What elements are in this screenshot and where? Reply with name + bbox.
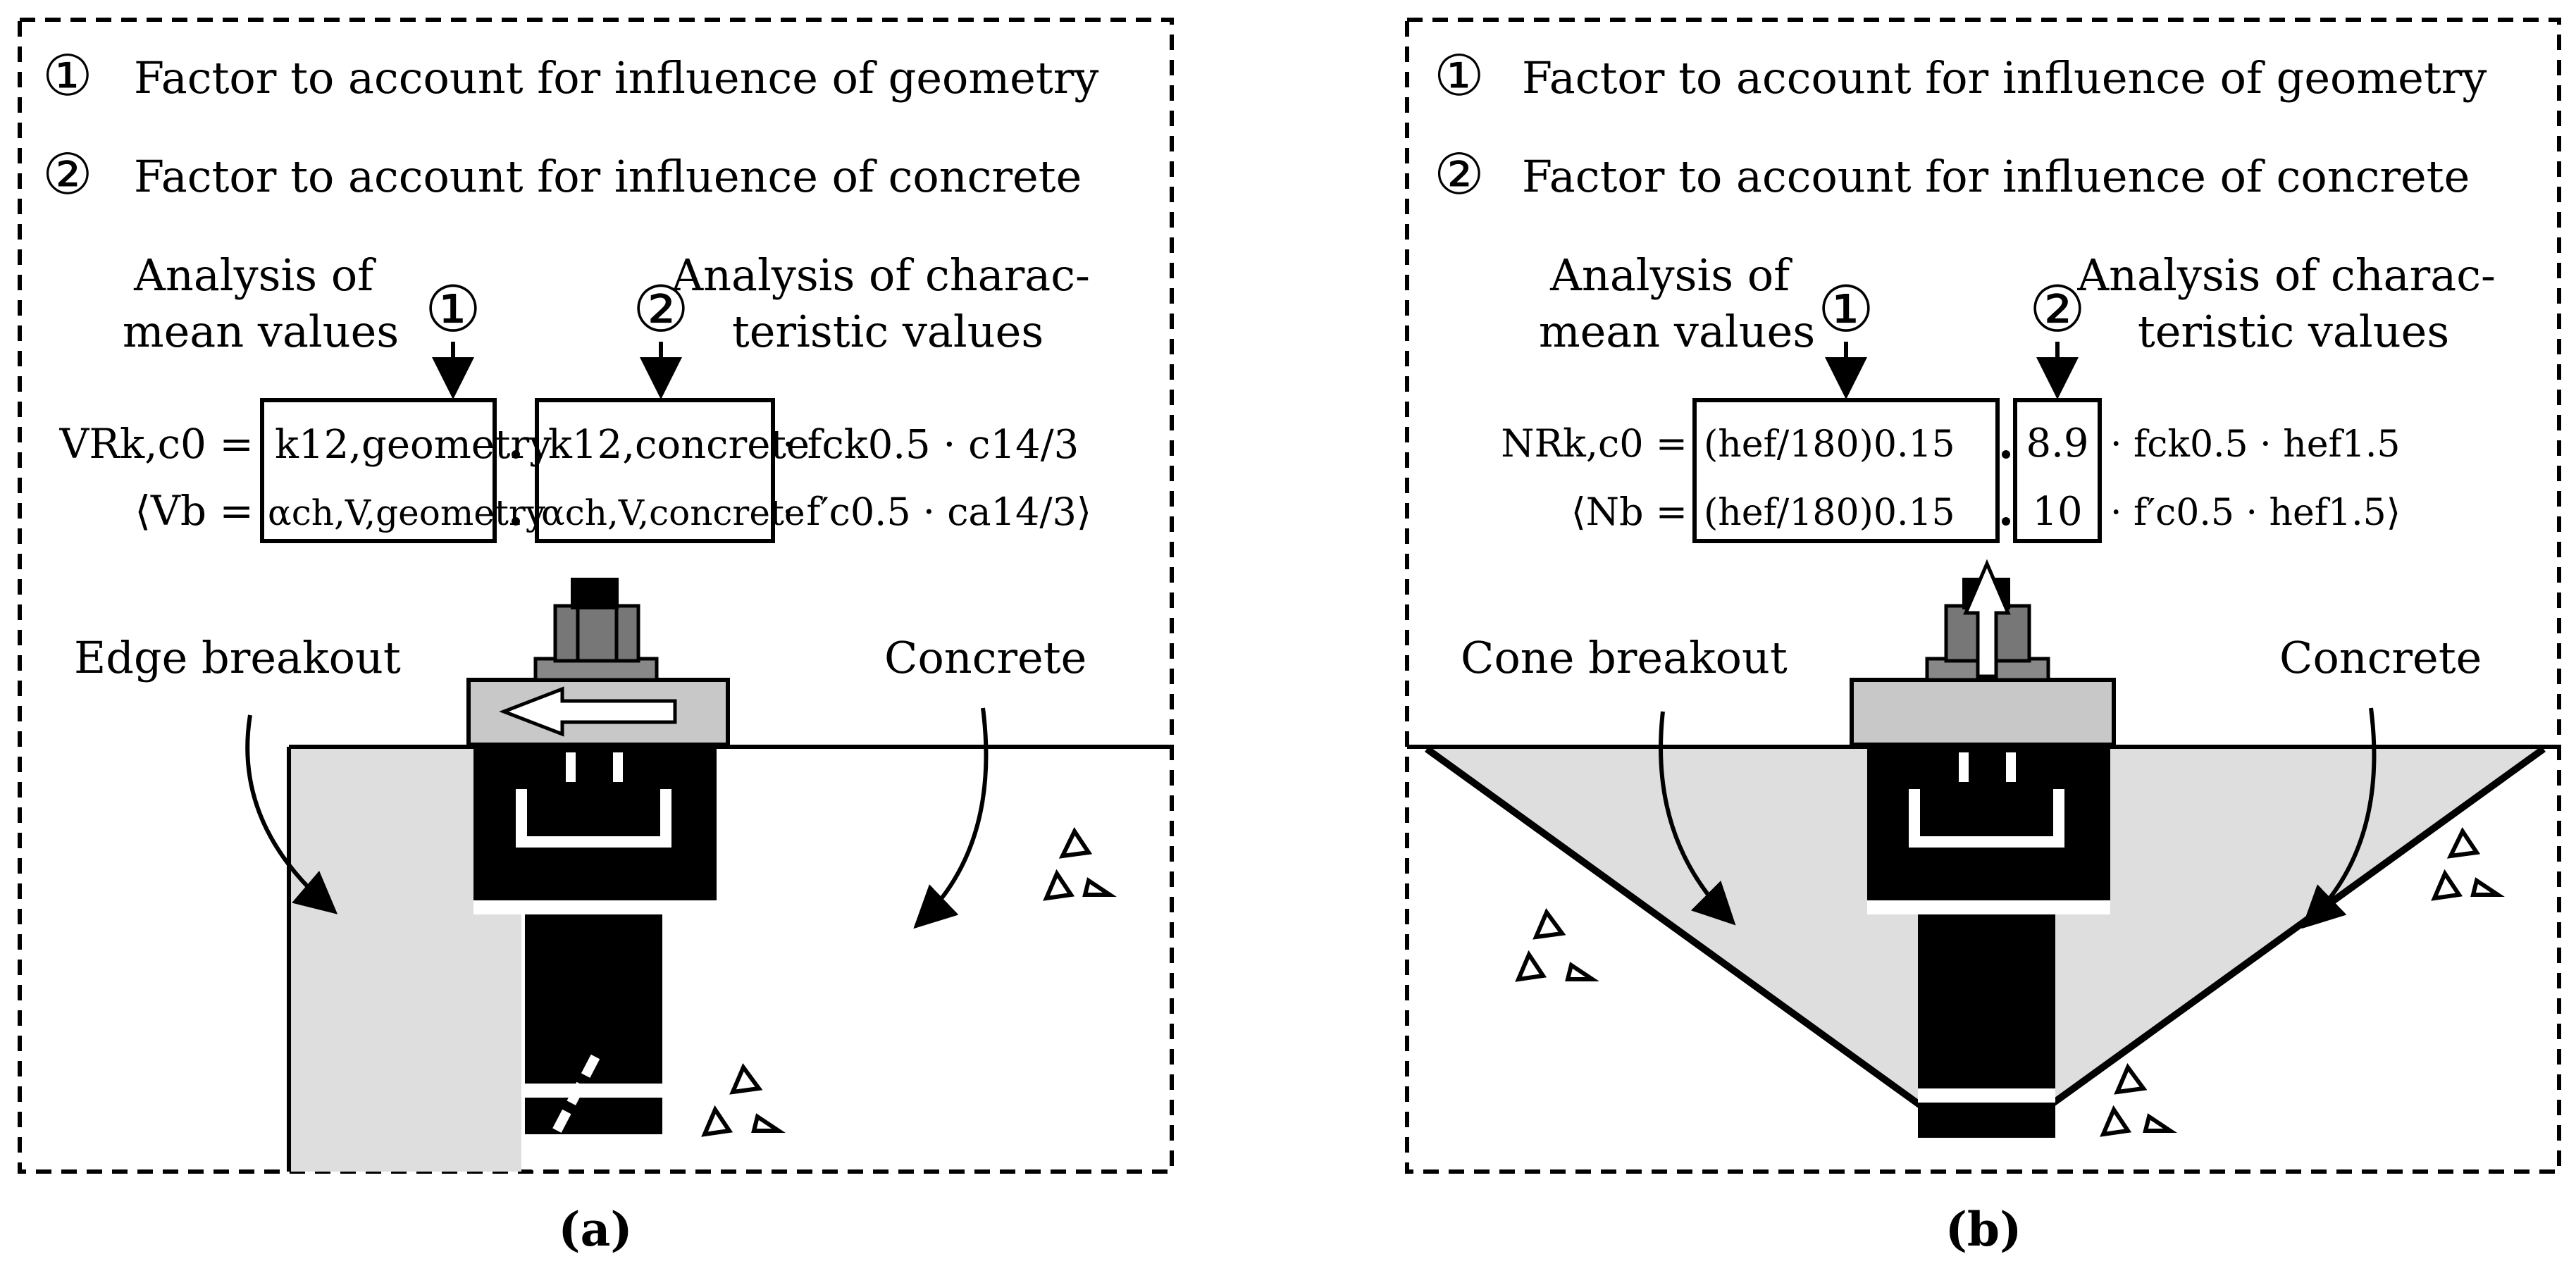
shear-load-arrow — [499, 686, 677, 737]
label-concrete: Concrete — [884, 632, 1086, 683]
dot-separator — [512, 517, 520, 526]
anchor-break-line — [531, 1054, 600, 1174]
note-mean-values: Analysis of mean values — [1539, 249, 1815, 357]
anchor-band — [1867, 900, 2110, 914]
anchor-band — [525, 1084, 662, 1098]
note-characteristic-values: Analysis of charac- teristic values — [2076, 249, 2509, 357]
base-plate — [1850, 678, 2116, 747]
eq1-box2: 8.9 — [2026, 421, 2088, 466]
anchor-head-block — [473, 743, 717, 905]
eq2-rhs: · f′c0.5 · hef1.5⟩ — [2110, 492, 2401, 534]
panel-b-frame — [1405, 18, 2561, 1174]
cone-edge-left — [1425, 745, 1924, 1110]
eq2-lhs: ⟨Nb = — [1571, 490, 1688, 534]
caption-b: (b) — [1945, 1202, 2022, 1257]
panel-a-frame — [18, 18, 1174, 1174]
arrow-concrete — [913, 707, 989, 929]
arrow-edge-breakout — [245, 714, 338, 914]
nut — [553, 604, 640, 663]
bolt-top — [571, 578, 619, 609]
note-mean-values: Analysis of mean values — [123, 249, 399, 357]
legend-concrete: Factor to account for influence of concr… — [134, 151, 1082, 202]
eq1-lhs: NRk,c0 = — [1501, 421, 1688, 466]
eq2-rhs: · f′c0.5 · ca14/3⟩ — [782, 490, 1091, 534]
dot-separator — [2002, 517, 2010, 526]
eq1-box1: (hef/180)0.15 — [1704, 423, 1955, 466]
marker-2: ② — [2029, 273, 2086, 347]
aggregate-cluster — [701, 1062, 786, 1137]
legend-marker-1: ① — [42, 43, 93, 108]
label-cone-breakout: Cone breakout — [1461, 632, 1788, 683]
arrow-cone-breakout — [1659, 711, 1736, 926]
eq2-lhs: ⟨Vb = — [135, 487, 254, 535]
eq1-rhs: · fck0.5 · c14/3 — [782, 422, 1079, 468]
dot-separator — [2002, 450, 2010, 459]
legend-geometry: Factor to account for influence of geome… — [1522, 52, 2487, 104]
panel-a: ① Factor to account for influence of geo… — [18, 18, 1174, 1257]
anchor-band — [1918, 1088, 2055, 1103]
legend-marker-1: ① — [1434, 43, 1485, 108]
anchor-band — [473, 900, 717, 914]
legend-marker-2: ② — [1434, 142, 1485, 207]
box-concrete — [535, 398, 775, 543]
note-characteristic-values: Analysis of charac- teristic values — [671, 249, 1103, 357]
anchor-slot — [516, 789, 671, 848]
eq1-rhs: · fck0.5 · hef1.5 — [2110, 423, 2400, 466]
eq2-box1: αch,V,geometry — [268, 492, 546, 533]
aggregate-cluster — [2431, 826, 2505, 901]
legend-concrete: Factor to account for influence of concr… — [1522, 151, 2470, 202]
aggregate-cluster — [2100, 1062, 2177, 1137]
anchor-mark — [2006, 752, 2016, 782]
cone-edge-right — [2047, 745, 2546, 1110]
eq2-box2: αch,V,concrete — [541, 492, 805, 533]
eq1-box1: k12,geometry — [275, 422, 552, 468]
anchor-slot — [1909, 789, 2064, 848]
box-geometry — [260, 398, 497, 543]
aggregate-cluster — [1043, 826, 1117, 901]
box-concrete — [2013, 398, 2102, 543]
caption-a: (a) — [558, 1202, 632, 1257]
anchor-mark — [613, 752, 623, 782]
marker-1: ① — [425, 273, 482, 347]
label-concrete: Concrete — [2279, 632, 2482, 683]
box-geometry — [1692, 398, 2000, 543]
anchor-shaft — [525, 898, 662, 1134]
eq2-box1: (hef/180)0.15 — [1704, 492, 1955, 534]
eq1-lhs: VRk,c0 = — [58, 420, 254, 468]
eq1-box2: k12,concrete — [548, 422, 810, 468]
arrow-concrete — [2301, 707, 2377, 929]
legend-geometry: Factor to account for influence of geome… — [134, 52, 1098, 104]
label-edge-breakout: Edge breakout — [74, 632, 401, 683]
anchor-mark — [1959, 752, 1969, 782]
marker-1: ① — [1818, 273, 1875, 347]
anchor-head-block — [1867, 743, 2110, 905]
panel-b: ① Factor to account for influence of geo… — [1405, 18, 2561, 1257]
marker-2: ② — [633, 273, 690, 347]
legend-marker-2: ② — [42, 142, 93, 207]
eq2-box2: 10 — [2032, 489, 2082, 535]
tension-load-arrow — [1963, 559, 2011, 678]
aggregate-cluster — [1515, 907, 1599, 982]
anchor-mark — [566, 752, 576, 782]
dot-separator — [512, 450, 520, 459]
